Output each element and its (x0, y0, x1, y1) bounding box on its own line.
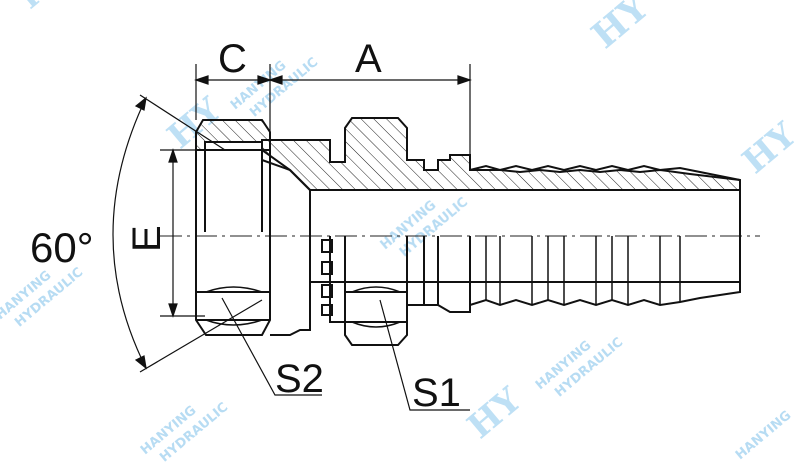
watermark-logo: HY (460, 380, 529, 447)
hex-label-s2: S2 (275, 357, 324, 401)
watermark-logo: HY (735, 115, 800, 182)
washer-3 (321, 284, 333, 298)
washer-4 (321, 304, 333, 316)
watermark-logo: HY (13, 0, 74, 16)
watermark-text: HANYING (733, 408, 794, 463)
nipple-hex (344, 236, 408, 346)
angle-label: 60° (30, 224, 94, 271)
nut-section (195, 119, 271, 151)
watermark-logo: HY (584, 0, 658, 57)
washer-1 (321, 239, 333, 253)
nipple-body-section (261, 117, 741, 191)
hex-label-s1: S1 (412, 371, 461, 415)
dimension-label-a: A (355, 37, 382, 81)
hose-tail (469, 180, 741, 307)
lower-exterior (195, 150, 741, 346)
washer-2 (321, 261, 333, 275)
dimension-label-e: E (125, 225, 169, 252)
dimension-lines (112, 64, 472, 411)
dimension-label-c: C (218, 37, 247, 81)
upper-section (195, 117, 741, 191)
swivel-nut (195, 150, 271, 336)
